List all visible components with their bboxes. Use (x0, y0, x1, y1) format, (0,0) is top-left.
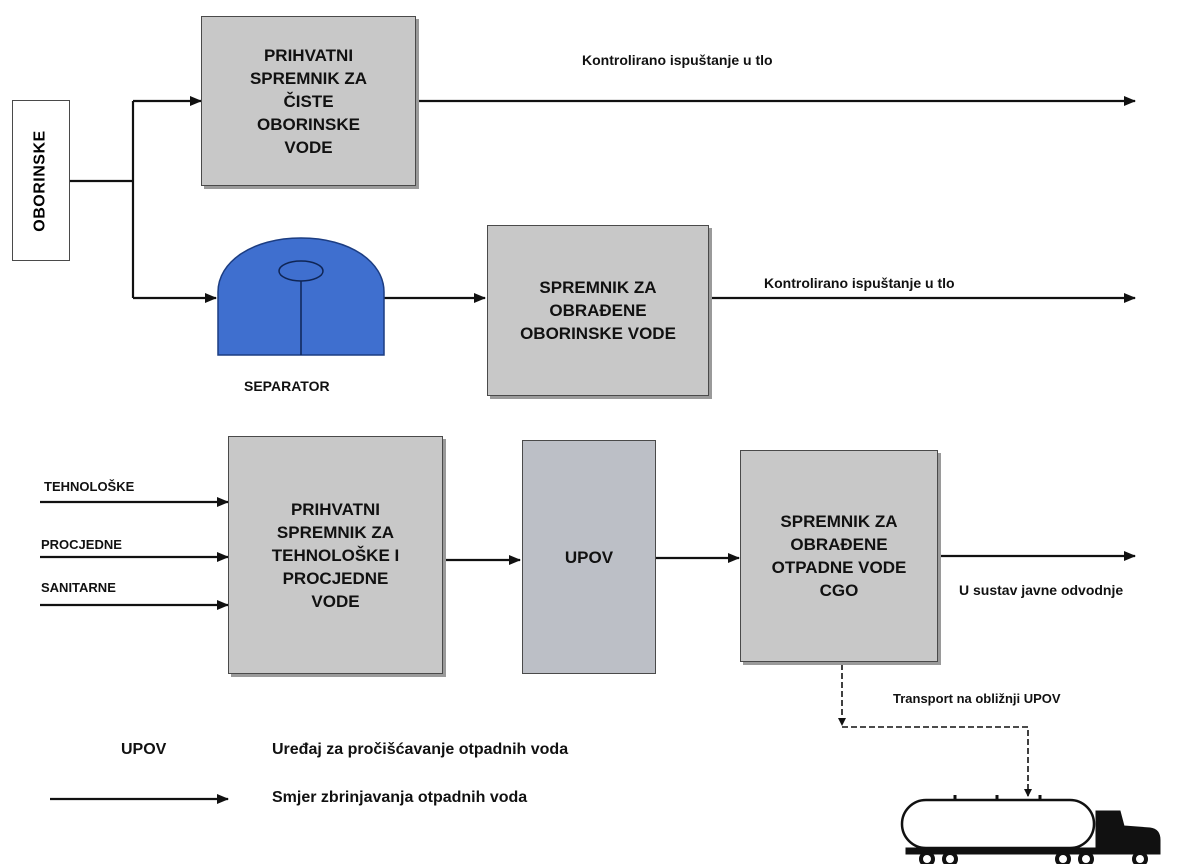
input-label-tehnoloske: TEHNOLOŠKE (44, 479, 135, 494)
input-label-procjedne: PROCJEDNE (41, 537, 122, 552)
separator-tank-icon (217, 237, 385, 356)
tanker-truck-icon (900, 795, 1161, 864)
public-sewer-label: U sustav javne odvodnje (959, 582, 1124, 598)
transport-label: Transport na obližnji UPOV (893, 691, 1061, 706)
discharge-label-2: Kontrolirano ispuštanje u tlo (764, 275, 955, 291)
clean-storm-water-tank: PRIHVATNI SPREMNIK ZA ČISTE OBORINSKE VO… (201, 16, 416, 186)
dashed-transport-path (842, 726, 1032, 797)
oborinske-label: OBORINSKE (32, 129, 49, 232)
legend-abbr-meaning: Uređaj za pročišćavanje otpadnih voda (272, 741, 569, 758)
separator-label: SEPARATOR (244, 378, 330, 394)
input-label-sanitarne: SANITARNE (41, 580, 116, 595)
legend-arrow-meaning: Smjer zbrinjavanja otpadnih voda (272, 789, 528, 806)
discharge-label-1: Kontrolirano ispuštanje u tlo (582, 52, 773, 68)
upov-box: UPOV (522, 440, 656, 674)
technological-leachate-tank: PRIHVATNI SPREMNIK ZA TEHNOLOŠKE I PROCJ… (228, 436, 443, 674)
treated-storm-water-tank: SPREMNIK ZA OBRAĐENE OBORINSKE VODE (487, 225, 709, 396)
oborinske-source-box: OBORINSKE (12, 100, 70, 261)
treated-waste-water-tank: SPREMNIK ZA OBRAĐENE OTPADNE VODE CGO (740, 450, 938, 662)
legend-abbr: UPOV (121, 741, 167, 758)
